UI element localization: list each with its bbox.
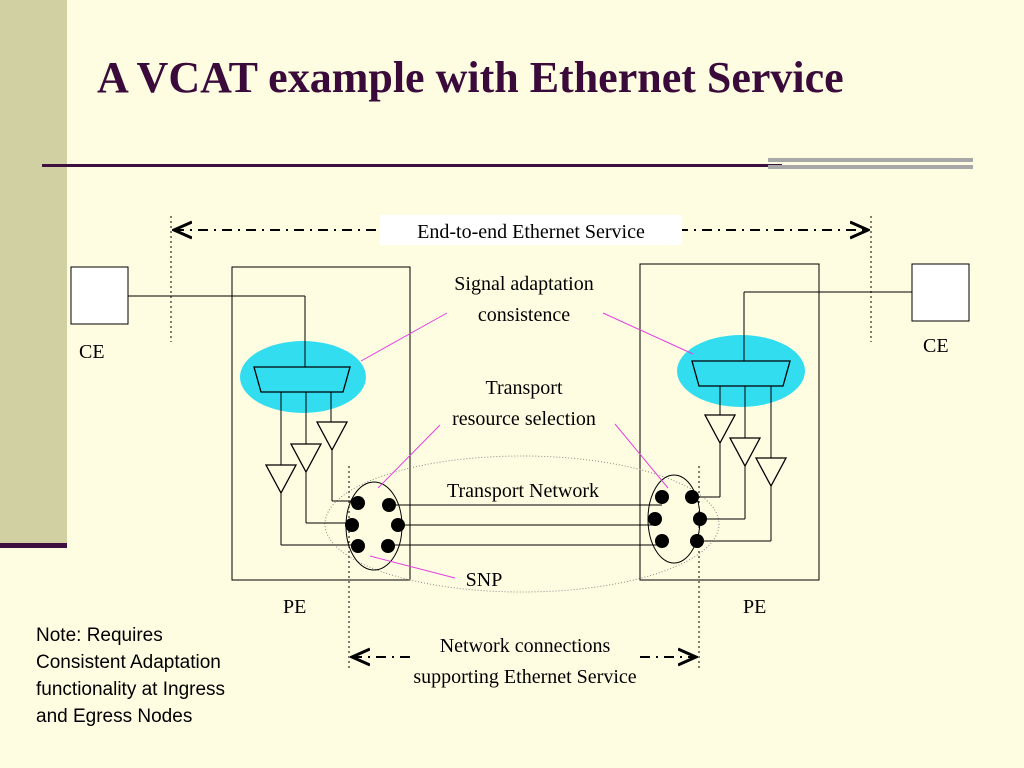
signal-adaptation-label-1: Signal adaptation — [454, 273, 593, 295]
network-connections-label-2: supporting Ethernet Service — [413, 666, 636, 688]
callout-signal-left — [360, 312, 448, 362]
ce-right-label: CE — [923, 335, 949, 357]
ce-left-label: CE — [79, 341, 105, 363]
sidebar-decoration — [0, 0, 67, 545]
note-line: and Egress Nodes — [36, 706, 193, 727]
pe-right-box — [639, 263, 820, 581]
signal-adaptation-label-2: consistence — [478, 304, 570, 326]
snp-dot — [391, 518, 405, 532]
snp-dot — [690, 534, 704, 548]
network-connections-label-1: Network connections — [440, 635, 611, 657]
snp-dot — [648, 512, 662, 526]
triangle-right-1 — [703, 414, 737, 445]
adaptation-ellipse-left — [240, 341, 366, 413]
ce-right-box — [911, 263, 970, 322]
pe-left-label: PE — [283, 596, 306, 618]
snp-label: SNP — [466, 569, 503, 591]
callout-transport-left — [377, 424, 441, 489]
snp-dot — [655, 534, 669, 548]
note-line: Consistent Adaptation — [36, 652, 221, 673]
triangle-left-3 — [315, 421, 349, 452]
network-connections-label-bg — [412, 647, 638, 665]
pe-right-label: PE — [743, 596, 766, 618]
triangle-right-3 — [754, 457, 788, 488]
triangle-left-1 — [264, 464, 298, 495]
callout-signal-right — [602, 312, 694, 355]
snp-dot — [685, 490, 699, 504]
snp-dot — [345, 518, 359, 532]
transport-resource-label-1: Transport — [485, 377, 562, 399]
adaptation-block-left — [253, 366, 351, 393]
snp-dot — [655, 490, 669, 504]
triangle-right-2 — [728, 437, 762, 468]
note-line: functionality at Ingress — [36, 679, 226, 700]
snp-dot — [351, 496, 365, 510]
sidebar-rule — [0, 543, 67, 548]
transport-network-ellipse — [324, 455, 720, 593]
callout-snp — [369, 555, 456, 579]
slide-title: A VCAT example with Ethernet Service — [97, 53, 844, 102]
pe-left-box — [231, 266, 411, 581]
end-to-end-label: End-to-end Ethernet Service — [417, 221, 645, 243]
note-text: Note: Requires Consistent Adaptation fun… — [36, 622, 276, 730]
adaptation-ellipse-right — [677, 335, 805, 407]
transport-resource-label-2: resource selection — [452, 408, 596, 430]
triangle-left-2 — [289, 443, 323, 474]
title-divider-accent — [768, 158, 973, 178]
snp-dot — [351, 539, 365, 553]
ce-left-box — [70, 266, 129, 325]
end-to-end-label-bg — [380, 215, 682, 245]
title-divider — [42, 164, 782, 167]
snp-dot — [382, 498, 396, 512]
snp-dot — [693, 512, 707, 526]
callout-transport-right — [614, 423, 669, 489]
transport-network-label: Transport Network — [447, 480, 599, 502]
snp-dot — [381, 539, 395, 553]
adaptation-block-right — [691, 360, 791, 387]
note-line: Note: Requires — [36, 625, 163, 646]
